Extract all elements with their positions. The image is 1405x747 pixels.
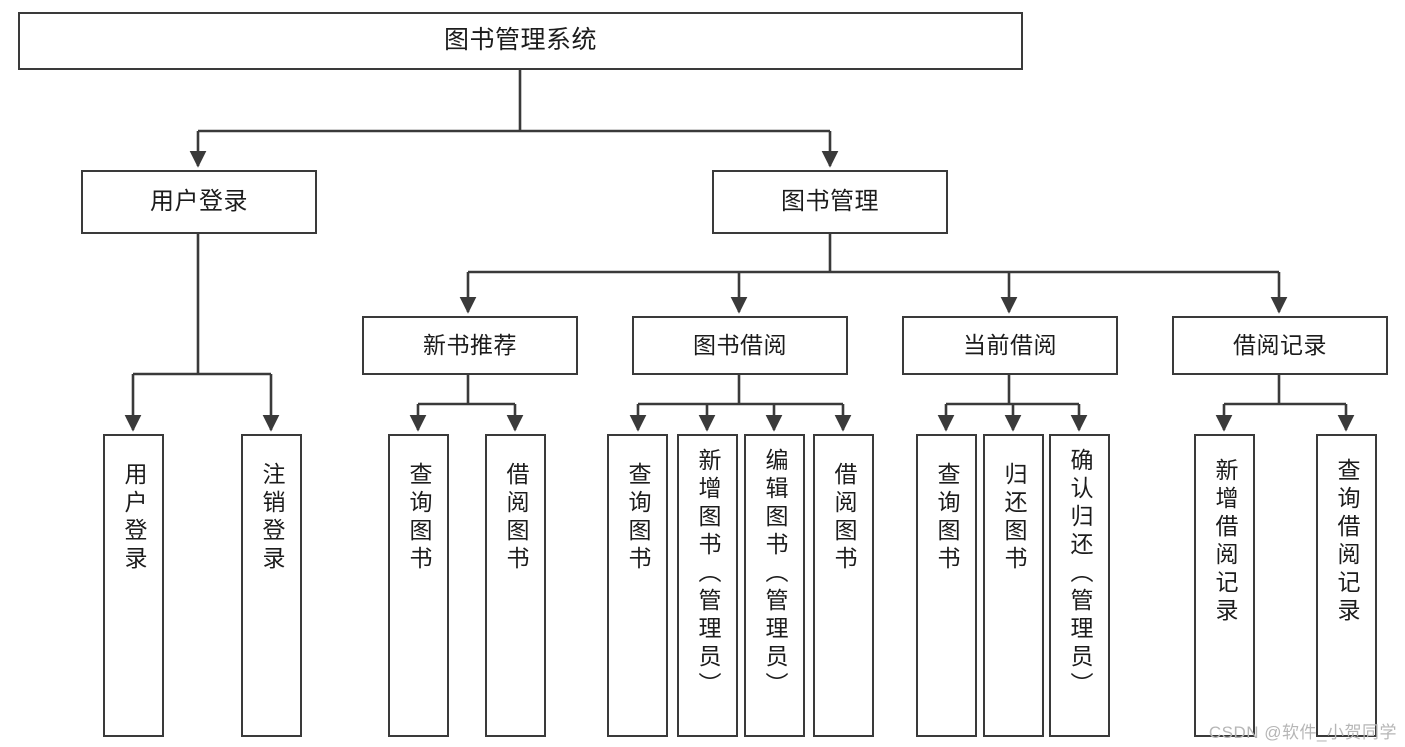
- node-label: 新增借阅记录: [1212, 458, 1238, 626]
- node-book-borrowing[interactable]: 图书借阅: [632, 316, 848, 375]
- node-book-management[interactable]: 图书管理: [712, 170, 948, 234]
- leaf-new-book-borrow-book[interactable]: 借阅图书: [485, 434, 546, 737]
- node-current-borrowing[interactable]: 当前借阅: [902, 316, 1118, 375]
- node-label: 借阅图书: [503, 462, 529, 574]
- leaf-book-borrow-add-book-admin[interactable]: 新增图书（管理员）: [677, 434, 738, 737]
- leaf-current-borrow-return-book[interactable]: 归还图书: [983, 434, 1044, 737]
- leaf-new-book-query-book[interactable]: 查询图书: [388, 434, 449, 737]
- node-label: 图书借阅: [693, 331, 787, 358]
- node-label: 查询图书: [406, 462, 432, 574]
- leaf-user-login-logout[interactable]: 注销登录: [241, 434, 302, 737]
- node-new-book-recommendation[interactable]: 新书推荐: [362, 316, 578, 375]
- node-label: 查询图书: [625, 462, 651, 574]
- leaf-book-borrow-edit-book-admin[interactable]: 编辑图书（管理员）: [744, 434, 805, 737]
- node-label: 注销登录: [259, 462, 285, 574]
- node-label: 编辑图书（管理员）: [762, 448, 788, 700]
- node-label: 确认归还（管理员）: [1067, 448, 1093, 700]
- node-root-book-management-system[interactable]: 图书管理系统: [18, 12, 1023, 70]
- node-label: 图书管理: [781, 187, 879, 215]
- node-label: 查询图书: [934, 462, 960, 574]
- node-label: 借阅记录: [1233, 331, 1327, 358]
- node-label: 归还图书: [1001, 462, 1027, 574]
- leaf-book-borrow-borrow-book[interactable]: 借阅图书: [813, 434, 874, 737]
- leaf-user-login-login[interactable]: 用户登录: [103, 434, 164, 737]
- leaf-borrow-record-add-record[interactable]: 新增借阅记录: [1194, 434, 1255, 737]
- node-label: 新书推荐: [423, 331, 517, 358]
- node-user-login[interactable]: 用户登录: [81, 170, 317, 234]
- node-label: 新增图书（管理员）: [695, 448, 721, 700]
- leaf-current-borrow-confirm-return-admin[interactable]: 确认归还（管理员）: [1049, 434, 1110, 737]
- node-label: 用户登录: [121, 462, 147, 574]
- csdn-watermark: CSDN @软件_小贺同学: [1208, 723, 1397, 742]
- leaf-borrow-record-query-record[interactable]: 查询借阅记录: [1316, 434, 1377, 737]
- node-label: 图书管理系统: [443, 26, 597, 55]
- node-label: 查询借阅记录: [1334, 458, 1360, 626]
- node-label: 当前借阅: [963, 331, 1057, 358]
- node-label: 用户登录: [150, 187, 248, 215]
- leaf-current-borrow-query-book[interactable]: 查询图书: [916, 434, 977, 737]
- node-borrowing-record[interactable]: 借阅记录: [1172, 316, 1388, 375]
- leaf-book-borrow-query-book[interactable]: 查询图书: [607, 434, 668, 737]
- node-label: 借阅图书: [831, 462, 857, 574]
